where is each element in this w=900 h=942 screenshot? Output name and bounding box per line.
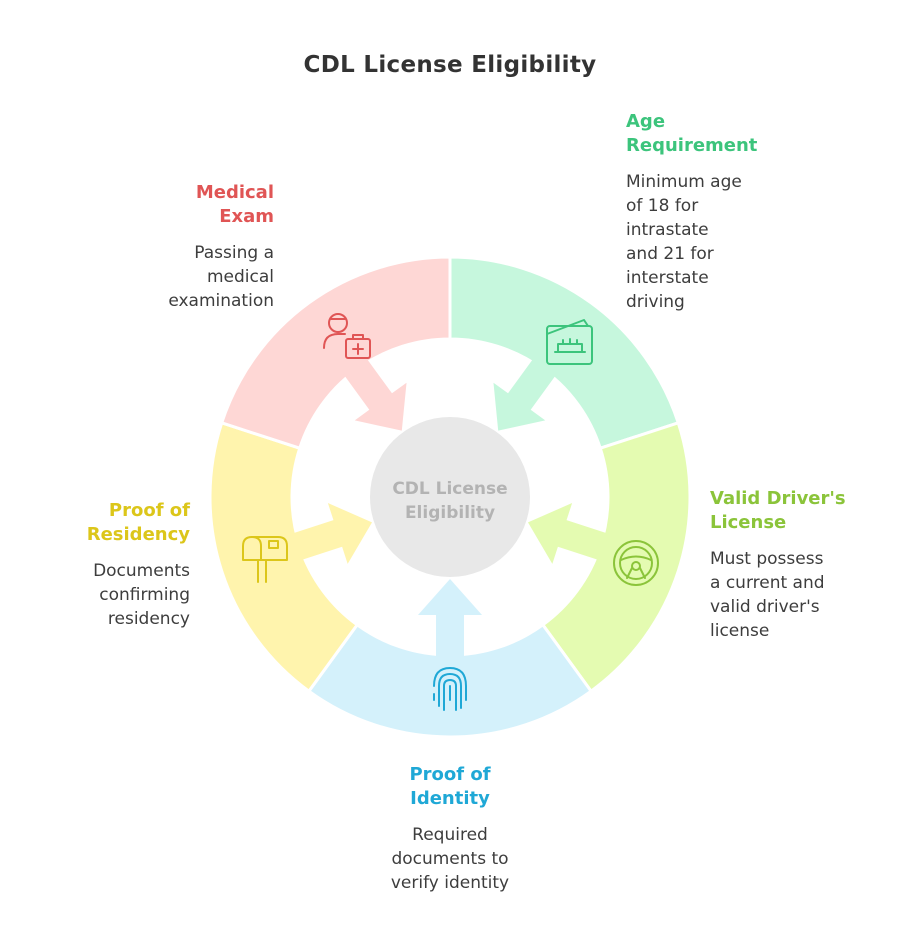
medical-exam-description: Passing a medical examination bbox=[168, 243, 274, 311]
segment-residency bbox=[208, 420, 360, 694]
arrow-license bbox=[527, 503, 609, 564]
hub-label-line2: Eligibility bbox=[405, 503, 495, 523]
age-requirement-description: Minimum age of 18 for intrastate and 21 … bbox=[626, 172, 742, 312]
arrow-medical bbox=[343, 357, 407, 431]
valid-license-description: Must possess a current and valid driver'… bbox=[710, 549, 825, 641]
steering-wheel-icon bbox=[613, 540, 659, 586]
mailbox-icon bbox=[242, 536, 288, 583]
age-requirement-heading: Age Requirement bbox=[626, 111, 758, 156]
medical-exam-heading: Medical Exam bbox=[195, 182, 274, 227]
proof-of-residency-description: Documents confirming residency bbox=[93, 561, 190, 629]
inward-arrows bbox=[291, 357, 609, 659]
arrow-identity bbox=[418, 579, 482, 659]
proof-of-identity-heading: Proof of Identity bbox=[409, 764, 491, 809]
valid-license-heading: Valid Driver's License bbox=[710, 488, 846, 533]
birthday-calendar-icon bbox=[546, 319, 593, 365]
proof-of-residency-heading: Proof of Residency bbox=[86, 500, 190, 545]
hub-label-line1: CDL License bbox=[392, 479, 507, 499]
fingerprint-icon bbox=[433, 666, 467, 711]
segment-license bbox=[540, 420, 692, 694]
segment-medical bbox=[219, 255, 452, 451]
proof-of-identity-description: Required documents to verify identity bbox=[390, 825, 510, 893]
doctor-medkit-icon bbox=[323, 313, 371, 359]
diagram-title: CDL License Eligibility bbox=[303, 52, 597, 78]
arrow-age bbox=[493, 357, 557, 431]
arrow-residency bbox=[291, 503, 373, 564]
hub-circle bbox=[370, 417, 530, 577]
